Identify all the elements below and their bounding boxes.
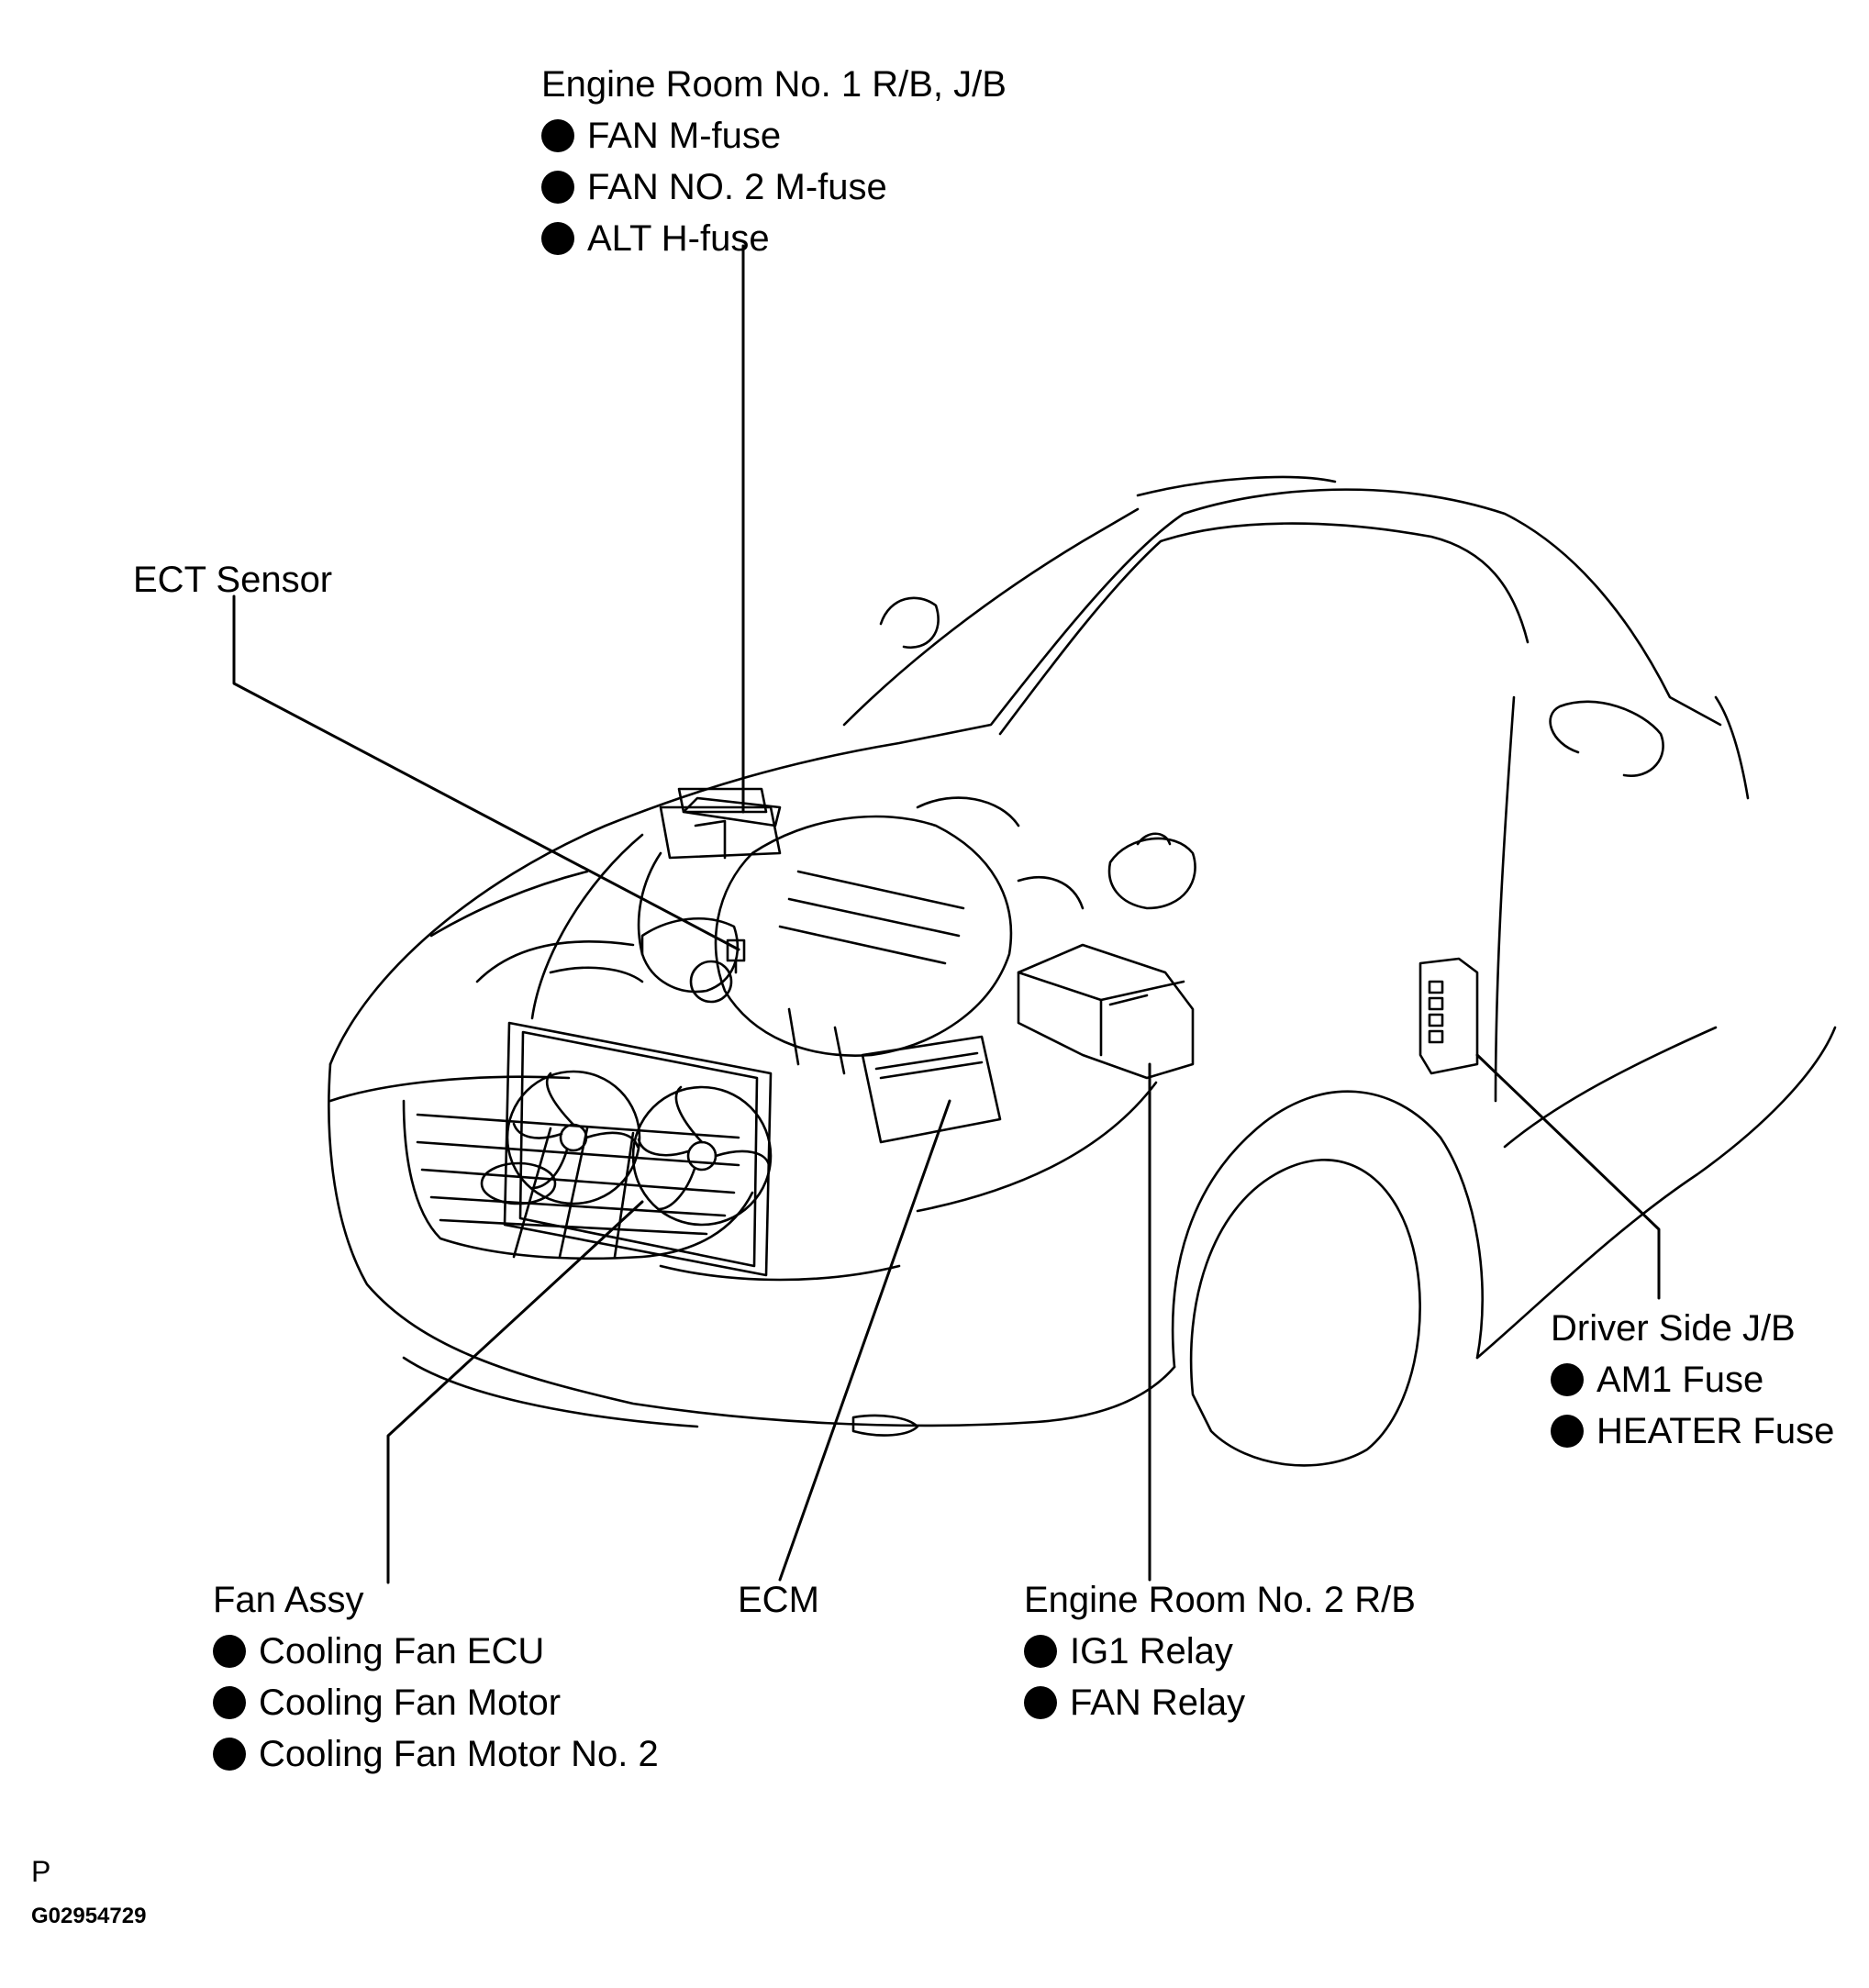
label-title: ECT Sensor [133,560,333,600]
bullet-icon [213,1635,246,1668]
ecm-part [862,1037,1000,1142]
label-engine-room-2: Engine Room No. 2 R/B IG1 Relay FAN Rela… [1024,1574,1416,1728]
leader-ecm [780,1101,950,1580]
list-item: AM1 Fuse [1551,1354,1834,1405]
list-item: Cooling Fan Motor No. 2 [213,1728,659,1780]
label-engine-room-1: Engine Room No. 1 R/B, J/B FAN M-fuse FA… [541,59,1007,264]
page-tag: P [31,1855,51,1888]
ect-sensor-part [728,940,744,972]
bullet-icon [1024,1635,1057,1668]
bullet-icon [1551,1415,1584,1448]
list-item: FAN NO. 2 M-fuse [541,161,1007,213]
radiator-fan-assy [505,1023,771,1275]
engine [477,789,1196,1073]
label-ect-sensor: ECT Sensor [133,554,332,605]
engine-room-1-relay-box [684,798,780,858]
list-item: Cooling Fan Motor [213,1677,659,1728]
label-title: Fan Assy [213,1580,364,1620]
label-title: ECM [738,1580,819,1620]
bullet-icon [541,171,574,204]
list-item: FAN Relay [1024,1677,1416,1728]
list-item: ALT H-fuse [541,213,1007,264]
bullet-icon [1024,1686,1057,1719]
leader-lines [234,246,1659,1583]
label-ecm: ECM [738,1574,819,1626]
bullet-icon [213,1738,246,1771]
label-title: Engine Room No. 2 R/B [1024,1580,1416,1620]
leader-ect-sensor [234,596,739,950]
figure-code: G02954729 [31,1904,147,1928]
label-title: Engine Room No. 1 R/B, J/B [541,64,1007,105]
bullet-icon [541,119,574,152]
label-driver-side-jb: Driver Side J/B AM1 Fuse HEATER Fuse [1551,1303,1834,1457]
car-body [328,477,1835,1465]
driver-side-jb-part [1420,959,1477,1073]
leader-fan-assy [388,1202,642,1583]
label-title: Driver Side J/B [1551,1308,1796,1349]
label-fan-assy: Fan Assy Cooling Fan ECU Cooling Fan Mot… [213,1574,659,1780]
bullet-icon [213,1686,246,1719]
bullet-icon [1551,1363,1584,1396]
list-item: HEATER Fuse [1551,1405,1834,1457]
list-item: IG1 Relay [1024,1626,1416,1677]
leader-driver-side-jb [1477,1055,1659,1298]
bullet-icon [541,222,574,255]
engine-room-2-relay-box [1018,945,1193,1078]
list-item: FAN M-fuse [541,110,1007,161]
list-item: Cooling Fan ECU [213,1626,659,1677]
